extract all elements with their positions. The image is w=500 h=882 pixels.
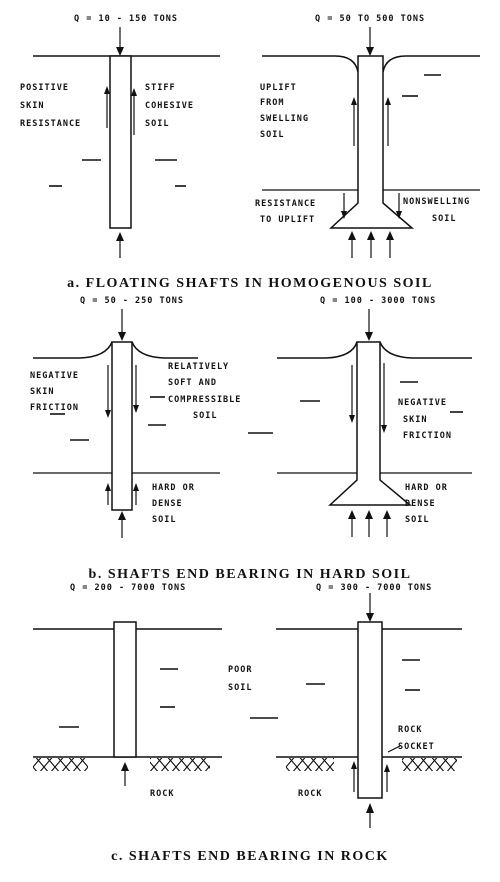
base-reaction-arrow xyxy=(116,232,124,258)
belled-shaft xyxy=(329,55,415,229)
rock-label: ROCK xyxy=(298,789,322,799)
panel-b-left-diagram: Q = 50 - 250 TONS xyxy=(30,296,273,538)
panel-a-right-load-label: Q = 50 TO 500 TONS xyxy=(315,14,425,24)
resistance-to-uplift-label: RESISTANCE TO UPLIFT xyxy=(255,199,322,225)
panel-b-right-diagram: Q = 100 - 3000 TONS xyxy=(277,296,472,537)
panel-b: Q = 50 - 250 TONS xyxy=(30,296,472,582)
panel-c-left-diagram: Q = 200 - 7000 TONS ROCK xyxy=(33,583,222,799)
load-arrow xyxy=(118,309,126,341)
panel-c: Q = 200 - 7000 TONS ROCK POOR SOIL Q = 3… xyxy=(33,583,462,864)
panel-c-left-load-label: Q = 200 - 7000 TONS xyxy=(70,583,186,593)
negative-skin-friction-arrows xyxy=(105,365,139,418)
uplift-arrows xyxy=(351,97,391,146)
negative-skin-friction-arrows xyxy=(349,363,387,433)
load-arrow xyxy=(366,27,374,56)
belled-shaft xyxy=(328,341,413,506)
drilled-shaft xyxy=(109,55,132,229)
panel-b-left-load-label: Q = 50 - 250 TONS xyxy=(80,296,184,306)
panel-a-right-diagram: Q = 50 TO 500 TONS xyxy=(255,14,480,258)
skin-resistance-arrows xyxy=(104,86,137,135)
load-arrow xyxy=(366,593,374,622)
socketed-shaft xyxy=(357,621,383,799)
panel-a-caption: a. FLOATING SHAFTS IN HOMOGENOUS SOIL xyxy=(67,276,433,291)
panel-c-right-diagram: Q = 300 - 7000 TONS xyxy=(276,583,462,828)
panel-b-caption: b. SHAFTS END BEARING IN HARD SOIL xyxy=(89,567,412,582)
rock-label: ROCK xyxy=(150,789,174,799)
heaved-ground-surface xyxy=(262,55,480,73)
base-reaction-arrows xyxy=(348,231,394,258)
positive-skin-resistance-label: POSITIVE SKIN RESISTANCE xyxy=(20,83,81,129)
hard-or-dense-soil-label: HARD OR DENSE SOIL xyxy=(152,483,201,525)
base-reaction-arrows xyxy=(348,510,391,537)
panel-c-caption: c. SHAFTS END BEARING IN ROCK xyxy=(111,849,389,864)
nonswelling-soil-label: NONSWELLING SOIL xyxy=(403,197,476,224)
hard-or-dense-soil-label: HARD OR DENSE SOIL xyxy=(405,483,454,525)
rock-hatch xyxy=(150,758,210,771)
panel-a-left-diagram: Q = 10 - 150 TONS POSITIVE xyxy=(20,14,220,258)
uplift-from-swelling-soil-label: UPLIFT FROM SWELLING SOIL xyxy=(260,83,315,140)
socket-side-resistance-arrows xyxy=(351,761,390,792)
load-arrow xyxy=(116,27,124,56)
panel-a-left-load-label: Q = 10 - 150 TONS xyxy=(74,14,178,24)
settled-ground-surface xyxy=(277,341,472,359)
soft-compressible-soil-label: RELATIVELY SOFT AND COMPRESSIBLE SOIL xyxy=(168,362,248,421)
settled-ground-surface xyxy=(33,341,198,359)
end-bearing-arrows xyxy=(105,483,139,538)
rock-reaction-arrow xyxy=(366,803,374,828)
panel-a: Q = 10 - 150 TONS POSITIVE xyxy=(20,14,480,291)
panel-b-right-load-label: Q = 100 - 3000 TONS xyxy=(320,296,436,306)
negative-skin-friction-label: NEGATIVE SKIN FRICTION xyxy=(30,371,85,413)
rock-hatch xyxy=(402,758,457,771)
rock-socket-label: ROCK SOCKET xyxy=(398,725,435,752)
rock-reaction-arrow xyxy=(121,762,129,786)
panel-c-right-load-label: Q = 300 - 7000 TONS xyxy=(316,583,432,593)
rock-socket-leader xyxy=(387,745,401,753)
load-arrow xyxy=(365,309,373,341)
resistance-to-uplift-arrows xyxy=(341,193,402,219)
negative-skin-friction-label: NEGATIVE SKIN FRICTION xyxy=(398,398,453,441)
poor-soil-label: POOR SOIL xyxy=(228,665,259,693)
rock-hatch xyxy=(286,758,334,771)
drilled-shaft xyxy=(113,621,137,758)
drilled-shaft xyxy=(111,341,133,511)
rock-hatch xyxy=(33,758,88,771)
stiff-cohesive-soil-label: STIFF COHESIVE SOIL xyxy=(145,83,200,129)
